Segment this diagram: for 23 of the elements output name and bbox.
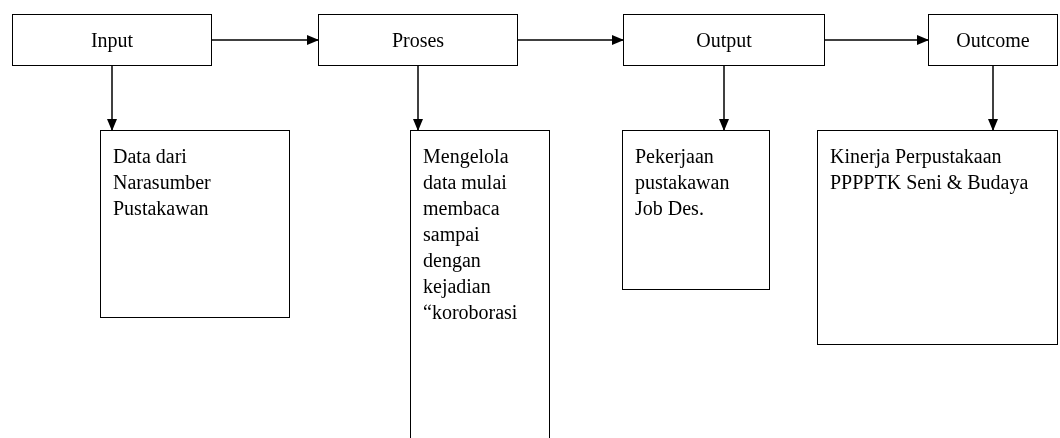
arrow (988, 65, 998, 131)
arrow (211, 35, 319, 45)
box-text: Mengelola data mulai membaca sampai dengan kejadian “koroborasi (423, 144, 519, 325)
process-box (928, 14, 1058, 66)
box-text: Outcome (956, 28, 1030, 53)
arrow (719, 65, 729, 131)
box-text: Proses (391, 28, 445, 53)
box-text: Input (90, 28, 134, 53)
process-box (100, 130, 290, 318)
arrow (107, 65, 117, 131)
arrow (517, 35, 624, 45)
process-box (622, 130, 770, 290)
process-box (12, 14, 212, 66)
arrow (824, 35, 929, 45)
box-text: Kinerja Perpustakaan PPPPTK Seni & Budaya (830, 144, 1030, 195)
box-text: Data dari Narasumber Pustakawan (113, 144, 212, 221)
box-text: Output (696, 28, 752, 53)
box-text: Pekerjaan pustakawan Job Des. (635, 144, 731, 221)
process-box (318, 14, 518, 66)
process-box (817, 130, 1058, 345)
arrow (413, 65, 423, 131)
process-box (410, 130, 550, 438)
process-box (623, 14, 825, 66)
